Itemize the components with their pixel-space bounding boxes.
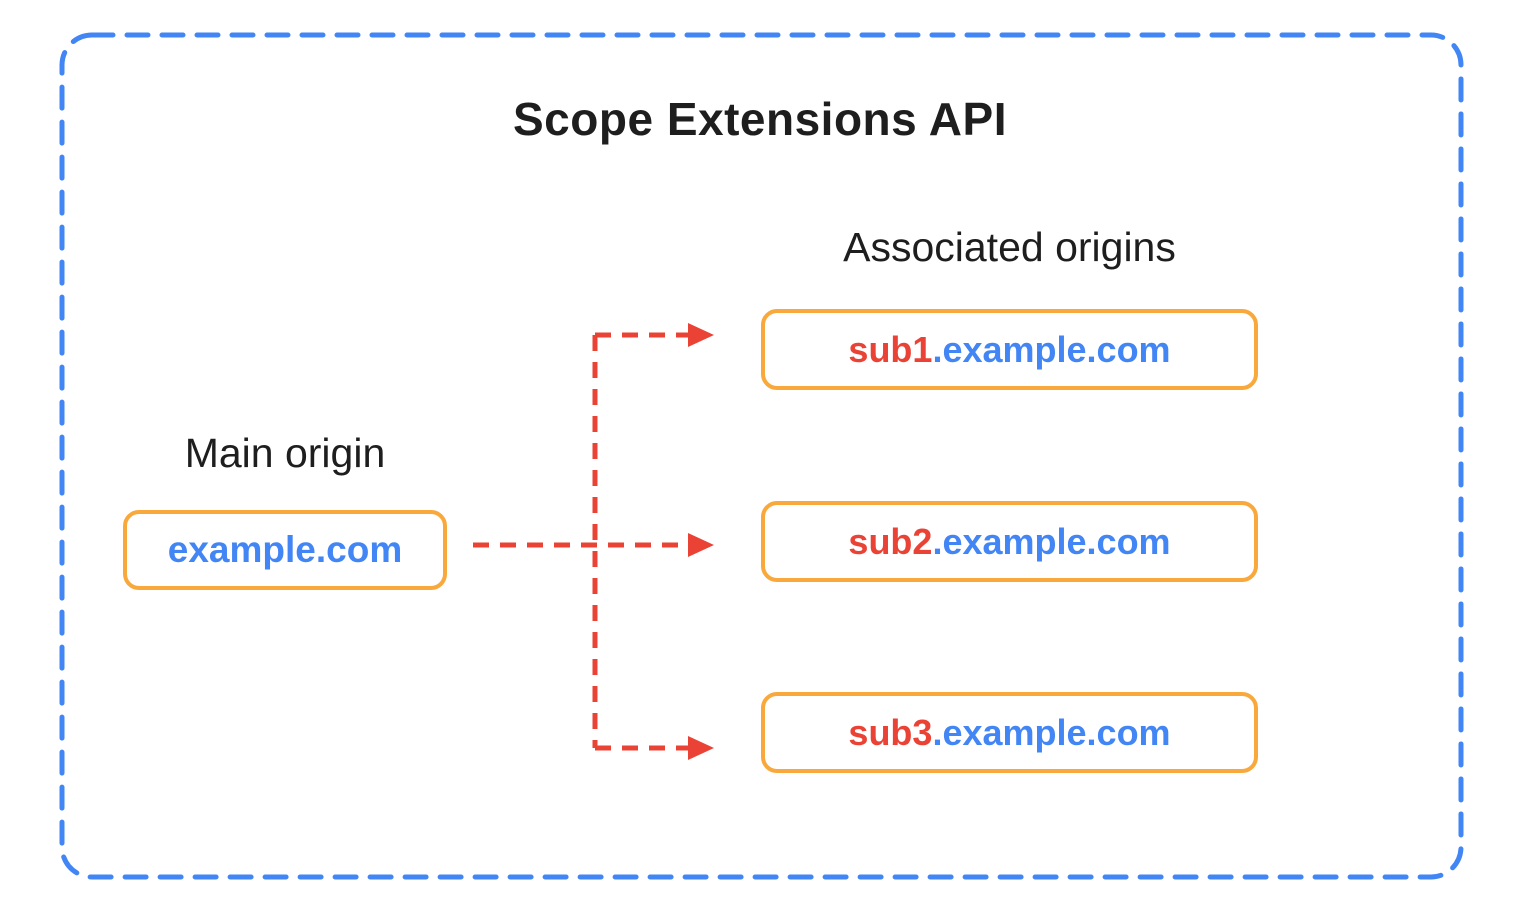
sub2-domain-text: .example.com (932, 520, 1171, 562)
arrowhead-to-sub1-icon (688, 323, 714, 347)
origin-box-sub3: sub3.example.com (761, 692, 1258, 773)
arrowhead-to-sub2-icon (688, 533, 714, 557)
origin-box-sub2: sub2.example.com (761, 501, 1258, 582)
arrowhead-to-sub3-icon (688, 736, 714, 760)
sub3-subdomain-text: sub3 (848, 711, 933, 753)
sub1-domain-text: .example.com (932, 328, 1171, 370)
diagram-title: Scope Extensions API (513, 93, 1007, 145)
main-origin-label: Main origin (184, 430, 386, 476)
sub1-subdomain-text: sub1 (848, 328, 933, 370)
sub3-domain-text: .example.com (932, 711, 1171, 753)
main-origin-domain-text: example.com (167, 529, 403, 570)
main-origin-box: example.com (123, 510, 447, 590)
associated-origins-label: Associated origins (843, 224, 1176, 270)
outer-dashed-border (59, 32, 1464, 880)
origin-box-sub1: sub1.example.com (761, 309, 1258, 390)
sub2-subdomain-text: sub2 (848, 520, 933, 562)
